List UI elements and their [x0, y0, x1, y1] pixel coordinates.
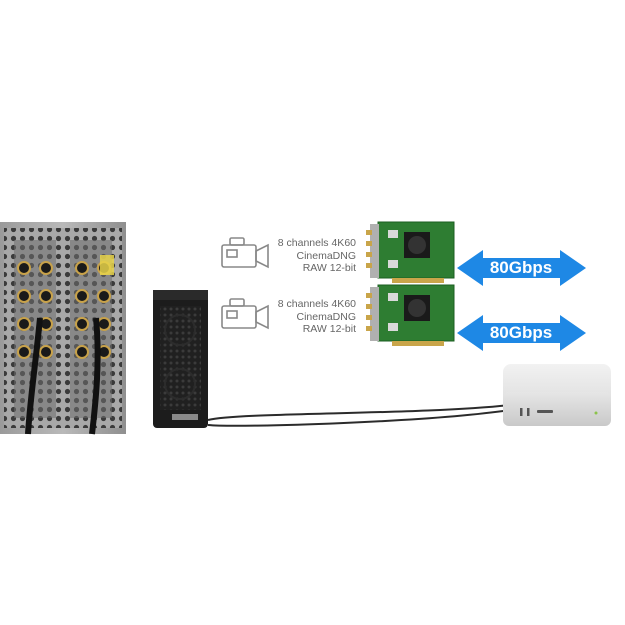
bandwidth-arrow-2 — [457, 315, 586, 351]
camera-1-resolution: 8 channels 4K60 — [277, 237, 356, 249]
video-camera-icon — [221, 237, 269, 269]
thunderbolt-enclosure-icon — [153, 290, 208, 428]
bandwidth-arrow-1 — [457, 250, 586, 286]
bandwidth-label-2: 80Gbps — [489, 323, 553, 342]
thunderbolt-cable — [207, 404, 511, 427]
bandwidth-label-1: 80Gbps — [489, 258, 553, 277]
camera-1-format: CinemaDNG — [296, 249, 356, 262]
camera-2-bitdepth: RAW 12-bit — [302, 323, 356, 335]
camera-label-1: 8 channels 4K60 CinemaDNG RAW 12-bit — [246, 237, 356, 275]
video-camera-icon — [221, 298, 269, 330]
camera-2-format: CinemaDNG — [296, 310, 356, 323]
capture-card-icon — [366, 221, 455, 283]
camera-2-resolution: 8 channels 4K60 — [277, 298, 356, 310]
sdi-rack-icon — [0, 222, 126, 435]
capture-card-icon — [366, 284, 455, 346]
camera-1-bitdepth: RAW 12-bit — [302, 262, 356, 274]
mac-studio-icon — [503, 364, 611, 426]
camera-label-2: 8 channels 4K60 CinemaDNG RAW 12-bit — [246, 298, 356, 336]
